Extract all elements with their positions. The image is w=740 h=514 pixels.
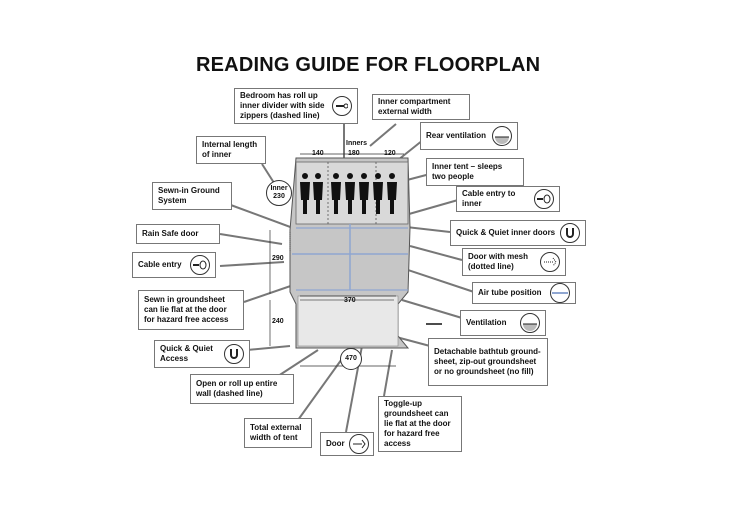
sleeping-people [300, 173, 397, 214]
callout-quiet-inner-doors: Quick & Quiet inner doors [450, 220, 586, 246]
callout-text: Open or roll up entire wall (dashed line… [196, 379, 278, 398]
callout-text: Rain Safe door [142, 229, 199, 238]
callout-text: Toggle-up groundsheet can lie flat at th… [384, 399, 451, 448]
callout-bathtub: Detachable bathtub ground-sheet, zip-out… [428, 338, 548, 386]
callout-air-tube: Air tube position [472, 282, 576, 304]
magnet-icon [224, 344, 244, 364]
callout-text: Quick & Quiet Access [160, 344, 213, 363]
person-silhouette [373, 173, 383, 214]
inner-length-value: 230 [273, 193, 285, 200]
person-silhouette [331, 173, 341, 214]
person-silhouette [313, 173, 323, 214]
page-title: READING GUIDE FOR FLOORPLAN [196, 54, 541, 76]
callout-text: Rear ventilation [426, 131, 487, 140]
callout-text: Door [326, 439, 345, 448]
callout-toggle-up: Toggle-up groundsheet can lie flat at th… [378, 396, 462, 452]
callout-text: Door with mesh (dotted line) [468, 252, 529, 271]
dim-140: 140 [312, 150, 324, 157]
callout-bedroom-divider: Bedroom has roll up inner divider with s… [234, 88, 358, 124]
cable-entry-icon [534, 189, 554, 209]
inner-length-badge: Inner 230 [266, 180, 292, 206]
callout-text: Air tube position [478, 288, 542, 297]
person-silhouette [300, 173, 310, 214]
callout-text: Inner compartment external width [378, 97, 451, 116]
total-width-value: 470 [345, 355, 357, 362]
person-silhouette [345, 173, 355, 214]
magnet-icon [560, 223, 580, 243]
callout-text: Inner tent – sleeps two people [432, 162, 503, 181]
callout-ventilation: Ventilation [460, 310, 546, 336]
callout-text: Sewn-in Ground System [158, 186, 220, 205]
dim-240: 240 [272, 318, 284, 325]
callout-text: Detachable bathtub ground-sheet, zip-out… [434, 347, 541, 376]
callout-cable-entry-inner: Cable entry to inner [456, 186, 560, 212]
callout-roll-up-wall: Open or roll up entire wall (dashed line… [190, 374, 294, 404]
callout-text: Ventilation [466, 318, 507, 327]
callout-rear-ventilation: Rear ventilation [420, 122, 518, 150]
zipper-icon [332, 96, 352, 116]
callout-door: Door [320, 432, 374, 456]
callout-text: Internal length of inner [202, 140, 258, 159]
callout-total-width: Total external width of tent [244, 418, 312, 448]
callout-sewn-flat: Sewn in groundsheet can lie flat at the … [138, 290, 244, 330]
rear-vent-icon [492, 126, 512, 146]
person-silhouette [387, 173, 397, 214]
dim-370: 370 [344, 297, 356, 304]
inner-length-label: Inner [270, 185, 288, 192]
callout-inner-width: Inner compartment external width [372, 94, 470, 120]
callout-cable-entry: Cable entry [132, 252, 216, 278]
door-icon [348, 434, 369, 454]
tent-outline [289, 157, 442, 349]
dim-180: 180 [348, 150, 360, 157]
callout-internal-length: Internal length of inner [196, 136, 266, 164]
callout-text: Total external width of tent [250, 423, 302, 442]
air-tube-icon [550, 283, 570, 303]
callout-sewn-ground-system: Sewn-in Ground System [152, 182, 232, 210]
callout-text: Sewn in groundsheet can lie flat at the … [144, 295, 229, 324]
callout-text: Cable entry to inner [462, 189, 516, 208]
mesh-door-icon [540, 252, 560, 272]
callout-quiet-access: Quick & Quiet Access [154, 340, 250, 368]
callout-door-with-mesh: Door with mesh (dotted line) [462, 248, 566, 276]
callout-rain-safe-door: Rain Safe door [136, 224, 220, 244]
dim-290: 290 [272, 255, 284, 262]
callout-text: Cable entry [138, 260, 182, 269]
dim-inners: Inners [346, 140, 368, 147]
dim-120: 120 [384, 150, 396, 157]
person-silhouette [359, 173, 369, 214]
vent-icon [520, 313, 540, 333]
callout-text: Quick & Quiet inner doors [456, 228, 556, 237]
total-width-badge: 470 [340, 348, 362, 370]
cable-entry-icon [190, 255, 210, 275]
callout-text: Bedroom has roll up inner divider with s… [240, 91, 325, 120]
callout-inner-tent: Inner tent – sleeps two people [426, 158, 524, 186]
